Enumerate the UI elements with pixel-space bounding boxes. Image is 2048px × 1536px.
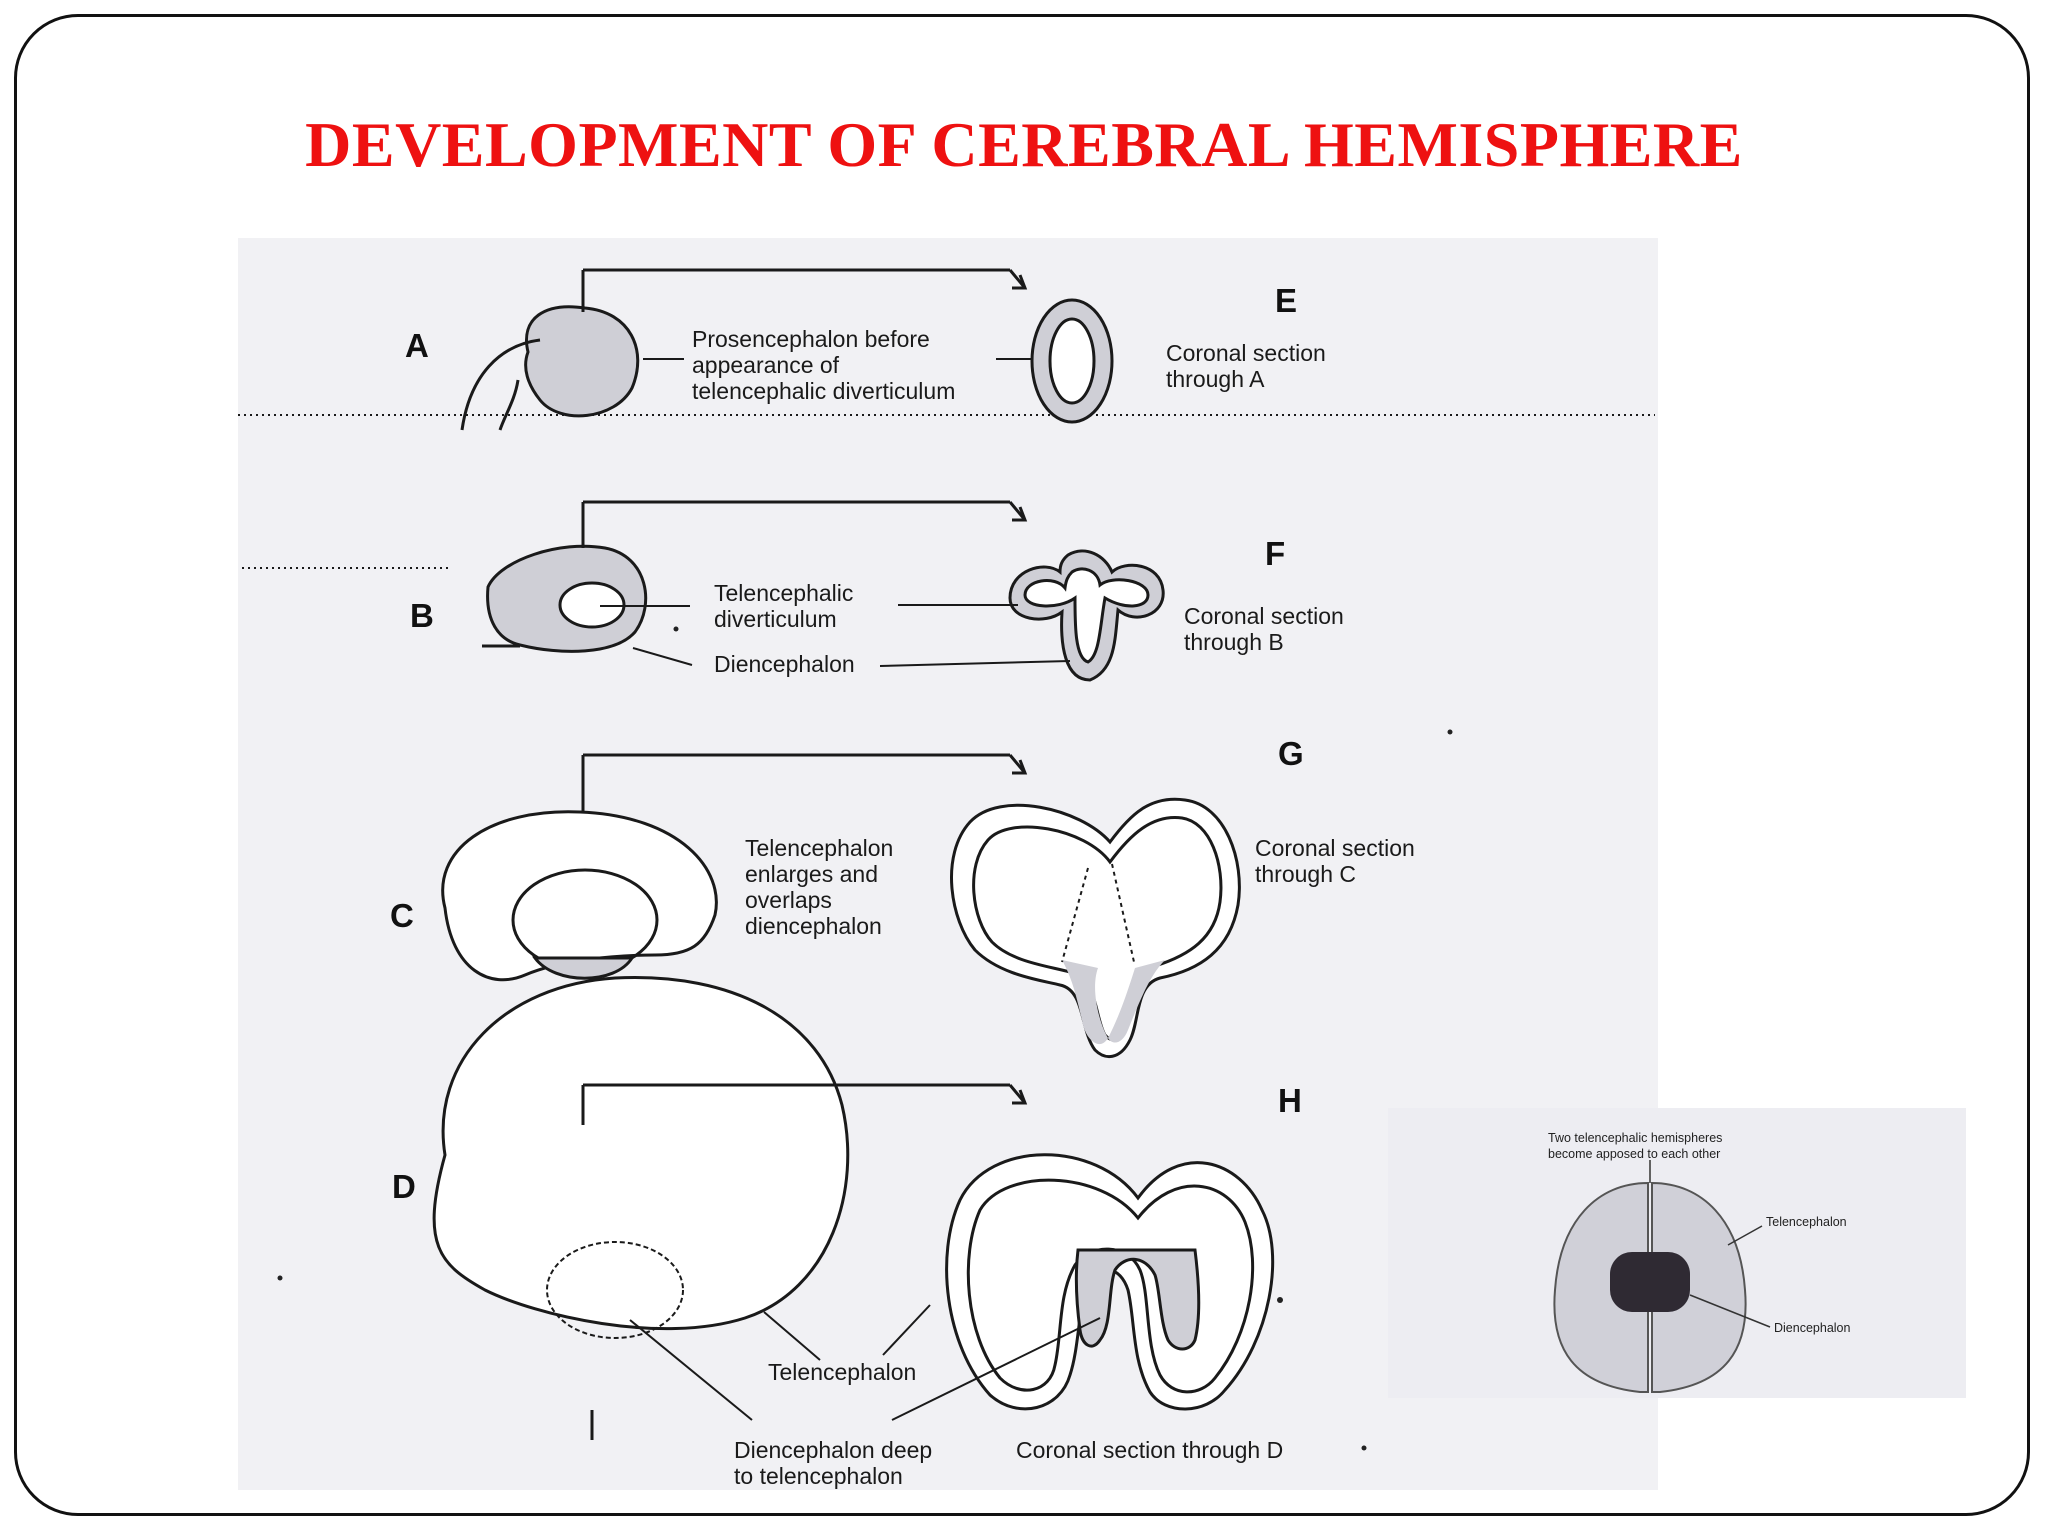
letter-h: H: [1278, 1082, 1302, 1119]
label-d-telencephalon: Telencephalon: [768, 1359, 916, 1385]
label-b-1: Telencephalic: [714, 580, 853, 606]
label-a-3: telencephalic diverticulum: [692, 378, 955, 404]
inset-caption-2: become apposed to each other: [1548, 1147, 1720, 1161]
panel-d-diencephalon-deep: [432, 975, 1028, 1440]
panel-c-telencephalon-enlarges: [441, 753, 1028, 1010]
label-d-diencephalon-1: Diencephalon deep: [734, 1437, 932, 1463]
label-g-1: Coronal section: [1255, 835, 1415, 861]
panel-a-prosencephalon: [460, 268, 1028, 431]
label-a-1: Prosencephalon before: [692, 326, 930, 352]
panel-h-coronal-d: [882, 1153, 1275, 1421]
label-f-2: through B: [1184, 629, 1284, 655]
inset-label-telencephalon: Telencephalon: [1766, 1215, 1847, 1229]
label-c-3: overlaps: [745, 887, 832, 913]
inset-caption-1: Two telencephalic hemispheres: [1548, 1131, 1722, 1145]
inset-hemispheres: [1553, 1160, 1771, 1393]
panel-e-coronal-a: [996, 298, 1114, 424]
speck: [1447, 729, 1453, 735]
label-c-4: diencephalon: [745, 913, 882, 939]
speck: [1277, 1297, 1283, 1303]
speck: [1361, 1445, 1367, 1451]
speck: [673, 626, 679, 632]
label-a-2: appearance of: [692, 352, 840, 378]
label-c-1: Telencephalon: [745, 835, 893, 861]
panel-f-coronal-b: [879, 549, 1165, 682]
label-b-2: diverticulum: [714, 606, 837, 632]
letter-b: B: [410, 597, 434, 634]
speck: [277, 1275, 283, 1281]
label-e-1: Coronal section: [1166, 340, 1326, 366]
letter-f: F: [1265, 535, 1285, 572]
inset-label-diencephalon: Diencephalon: [1774, 1321, 1850, 1335]
label-c-2: enlarges and: [745, 861, 878, 887]
label-h: Coronal section through D: [1016, 1437, 1283, 1463]
letter-d: D: [392, 1168, 416, 1205]
letter-a: A: [405, 327, 429, 364]
label-e-2: through A: [1166, 366, 1265, 392]
label-b-3: Diencephalon: [714, 651, 855, 677]
panel-g-coronal-c: [950, 797, 1241, 1059]
letter-c: C: [390, 897, 414, 934]
letter-e: E: [1275, 282, 1297, 319]
slide-title: DEVELOPMENT OF CEREBRAL HEMISPHERE: [305, 109, 1743, 180]
letter-g: G: [1278, 735, 1304, 772]
label-d-diencephalon-2: to telencephalon: [734, 1463, 903, 1489]
label-f-1: Coronal section: [1184, 603, 1344, 629]
panel-b-telencephalic-diverticulum: [482, 500, 1028, 666]
label-g-2: through C: [1255, 861, 1356, 887]
